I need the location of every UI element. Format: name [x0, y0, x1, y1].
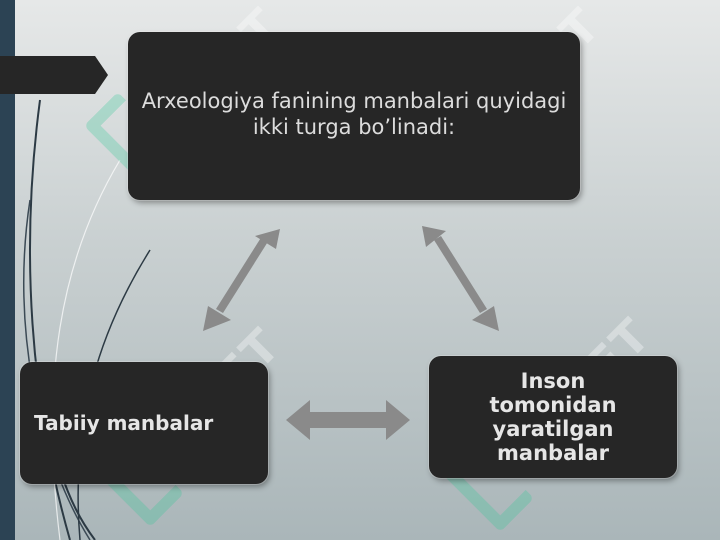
arrow-left-right: [286, 400, 410, 440]
node-top: Arxeologiya fanining manbalari quyidagi …: [128, 32, 580, 200]
arrow-top-left: [203, 229, 280, 331]
node-left: Tabiiy manbalar: [20, 362, 268, 484]
node-right: Inson tomonidan yaratilgan manbalar: [429, 356, 677, 478]
left-accent-strip: [0, 0, 15, 540]
arrow-top-right: [422, 226, 499, 331]
node-left-label: Tabiiy manbalar: [34, 411, 214, 435]
pointer-tab: [0, 56, 108, 94]
node-right-label: Inson tomonidan yaratilgan manbalar: [489, 369, 617, 465]
node-top-label: Arxeologiya fanining manbalari quyidagi …: [141, 89, 567, 139]
